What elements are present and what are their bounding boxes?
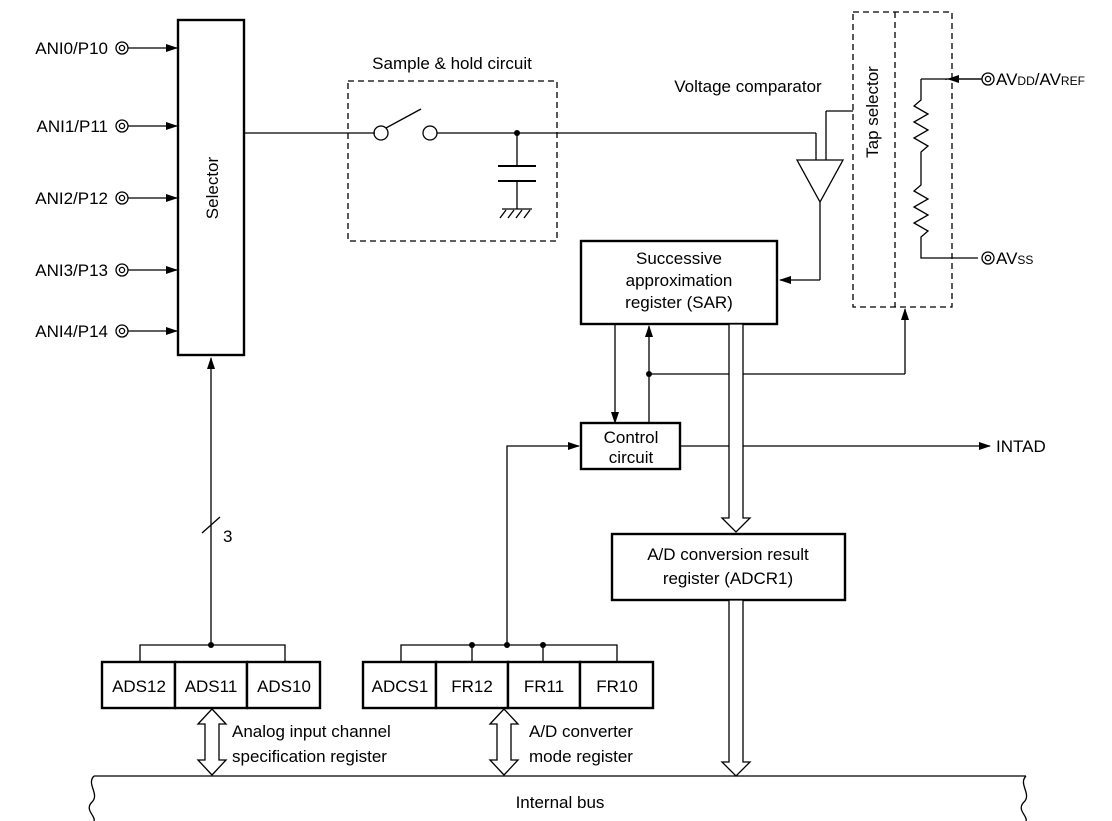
- input-label: ANI2/P12: [35, 189, 108, 208]
- bus-width-label: 3: [223, 527, 232, 546]
- sar-to-adcr-bus-arrow: [720, 323, 752, 533]
- adm-bit-fr11: [506, 660, 582, 710]
- adm-bit-fr10: [578, 660, 655, 710]
- adm-bit-adcs1: [361, 660, 438, 710]
- mode-to-control-wire: [506, 442, 580, 645]
- ads-register-label-line2: specification register: [232, 747, 387, 766]
- control-label-line1: Control: [604, 428, 659, 447]
- ads-bidirectional-bus-arrow: [196, 708, 228, 776]
- sample-switch: [373, 108, 438, 141]
- adcr-block: [610, 532, 847, 602]
- adcr-label-line2: register (ADCR1): [663, 569, 793, 588]
- input-pin-ani3: ANI3/P13: [35, 261, 178, 280]
- ads-bit-ads12: [100, 660, 177, 710]
- adm-register: ADCS1 FR12 FR11 FR10: [361, 660, 655, 710]
- adcr-to-bus-arrow: [720, 599, 752, 777]
- adm-register-label-line2: mode register: [529, 747, 633, 766]
- control-label-line2: circuit: [609, 448, 654, 467]
- input-label: ANI3/P13: [35, 261, 108, 280]
- tap-selector-label: Tap selector: [863, 66, 882, 158]
- sar-block: [579, 239, 779, 326]
- adm-bit-label: FR11: [524, 677, 564, 696]
- input-label: ANI4/P14: [35, 322, 108, 341]
- adm-bit-label: ADCS1: [372, 677, 429, 696]
- adm-bit-label: FR10: [596, 677, 638, 696]
- sar-label-line1: Successive: [636, 249, 722, 268]
- adcr-label-line1: A/D conversion result: [647, 545, 809, 564]
- ads-bit-label: ADS12: [112, 677, 166, 696]
- sar-label-line2: approximation: [626, 271, 733, 290]
- input-label: ANI0/P10: [35, 39, 108, 58]
- voltage-comparator-label: Voltage comparator: [674, 77, 822, 96]
- sample-hold-label: Sample & hold circuit: [372, 54, 532, 73]
- internal-bus-label: Internal bus: [516, 793, 605, 812]
- adm-bit-fr12: [434, 660, 510, 710]
- hold-capacitor: [498, 133, 536, 219]
- control-circuit-block: [579, 421, 682, 471]
- ads-bit-ads10: [245, 660, 322, 710]
- input-pin-ani2: ANI2/P12: [35, 189, 178, 208]
- internal-bus: [88, 775, 1028, 821]
- input-pin-ani1: ANI1/P11: [36, 117, 178, 136]
- input-pin-ani4: ANI4/P14: [35, 322, 178, 341]
- adm-bidirectional-bus-arrow: [488, 708, 520, 776]
- tap-selector-block: [852, 11, 953, 308]
- intad-label: INTAD: [996, 437, 1046, 456]
- avdd-avref-label: AVDD/AVREF: [996, 70, 1085, 89]
- comparator-symbol: [779, 110, 853, 284]
- adm-register-label-line1: A/D converter: [529, 722, 633, 741]
- input-label: ANI1/P11: [36, 117, 108, 136]
- ads-bit-ads11: [173, 660, 249, 710]
- ads-register-label-line1: Analog input channel: [232, 722, 391, 741]
- sar-label-line3: register (SAR): [625, 293, 733, 312]
- sample-hold-block: [347, 80, 558, 242]
- avss-label: AVSS: [996, 249, 1033, 268]
- adm-bit-label: FR12: [451, 677, 493, 696]
- ads-register: ADS12 ADS11 ADS10: [100, 660, 322, 710]
- ads-bit-label: ADS10: [257, 677, 311, 696]
- input-pin-ani0: ANI0/P10: [35, 39, 178, 58]
- selector-label: Selector: [203, 156, 222, 219]
- selector-block: [176, 18, 246, 357]
- resistor-ladder: [912, 78, 981, 259]
- ads-bit-label: ADS11: [185, 677, 238, 696]
